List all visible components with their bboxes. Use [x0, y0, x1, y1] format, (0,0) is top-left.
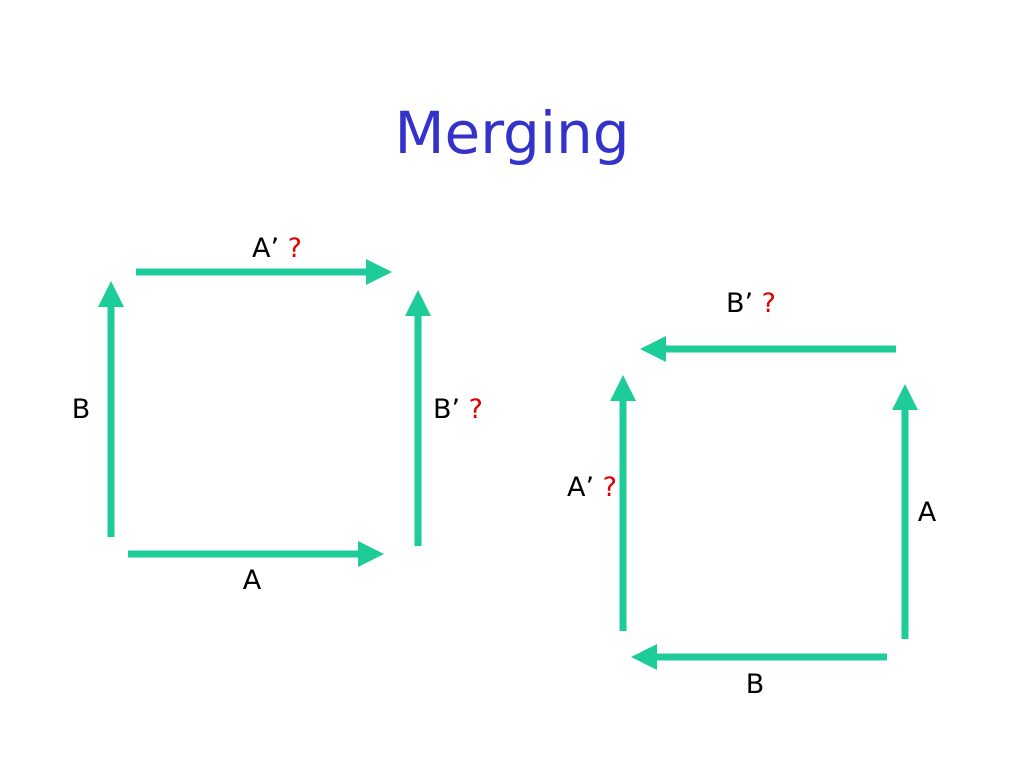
right-top-arrow — [640, 336, 896, 362]
left-right-arrow — [405, 290, 431, 546]
left-top-label-question: ? — [287, 233, 302, 264]
left-top-label-text: A’ — [252, 233, 280, 264]
left-left-label-text: B — [71, 394, 91, 425]
right-bottom-label-text: B — [745, 669, 765, 700]
left-bottom-label: A — [243, 565, 261, 597]
right-right-arrow — [892, 384, 918, 639]
left-bottom-arrow — [128, 541, 384, 567]
left-right-label: B’ ? — [433, 394, 483, 426]
left-bottom-label-text: A — [242, 565, 262, 596]
right-left-label-question: ? — [602, 472, 617, 503]
right-top-label: B’ ? — [726, 288, 776, 320]
right-top-label-text: B’ — [725, 288, 754, 319]
left-right-label-text: B’ — [432, 394, 461, 425]
left-right-label-question: ? — [468, 394, 484, 425]
right-right-label: A — [918, 497, 936, 529]
left-top-label: A’ ? — [252, 233, 302, 265]
right-left-label: A’ ? — [567, 472, 617, 504]
left-left-label: B — [72, 394, 91, 426]
right-bottom-label: B — [746, 669, 765, 701]
right-square — [610, 336, 918, 670]
left-left-arrow — [98, 281, 124, 537]
slide-title: Merging — [394, 99, 630, 167]
right-left-arrow — [610, 375, 636, 631]
right-bottom-arrow — [631, 644, 887, 670]
left-square — [98, 259, 431, 567]
left-top-arrow — [136, 259, 392, 285]
right-left-label-text: A’ — [567, 472, 595, 503]
right-right-label-text: A — [917, 497, 937, 528]
right-top-label-question: ? — [761, 288, 777, 319]
